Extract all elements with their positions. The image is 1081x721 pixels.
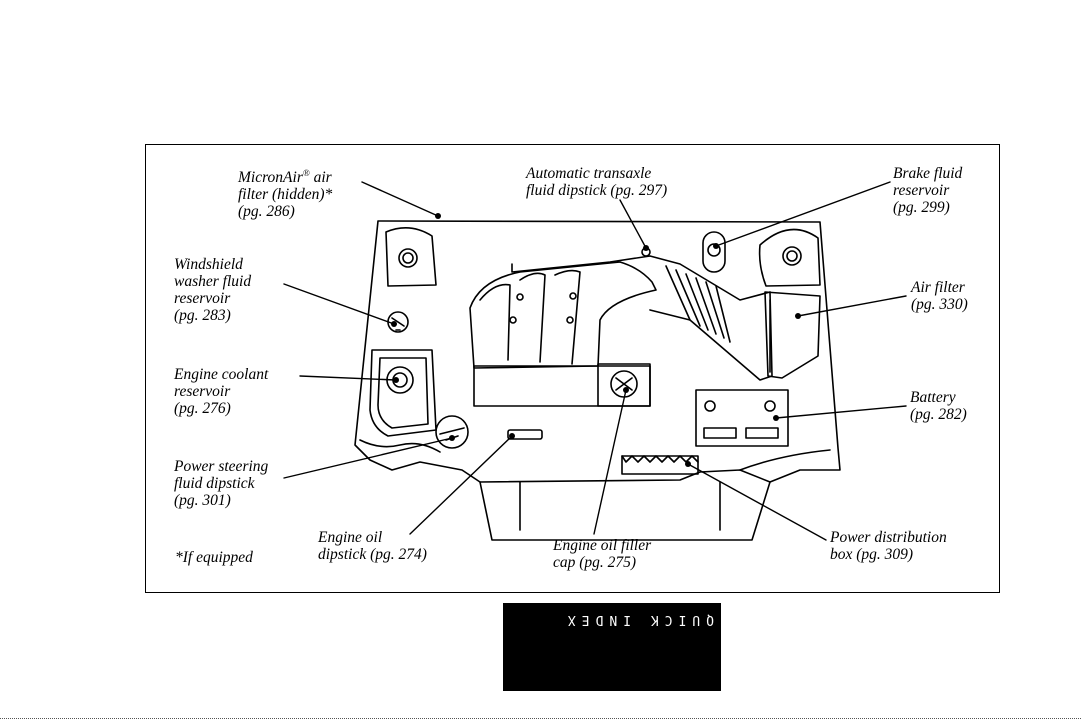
power-box-shape bbox=[621, 455, 699, 475]
leader-lines bbox=[283, 181, 907, 541]
steering-dipstick-shape bbox=[435, 415, 469, 449]
label-power-distribution-box: Power distribution box (pg. 309) bbox=[830, 529, 947, 563]
coolant-reservoir-shape bbox=[369, 349, 437, 437]
footnote: *If equipped bbox=[175, 549, 253, 566]
label-oil-dipstick: Engine oil dipstick (pg. 274) bbox=[318, 529, 427, 563]
label-transaxle-dipstick: Automatic transaxle fluid dipstick (pg. … bbox=[526, 165, 668, 199]
oil-dipstick-shape bbox=[507, 429, 543, 440]
left-strut-tower bbox=[385, 227, 437, 287]
diagram-frame bbox=[145, 144, 1000, 593]
label-coolant-reservoir: Engine coolant reservoir (pg. 276) bbox=[174, 366, 269, 417]
brake-reservoir-shape bbox=[702, 231, 726, 273]
quick-index-tab[interactable] bbox=[503, 603, 721, 691]
page-bottom-rule bbox=[0, 718, 1081, 719]
leader-dots bbox=[391, 213, 801, 467]
label-washer-reservoir: Windshield washer fluid reservoir (pg. 2… bbox=[174, 256, 252, 324]
intake-plenum bbox=[469, 261, 657, 369]
air-filter-box bbox=[764, 291, 821, 379]
intake-duct bbox=[511, 255, 773, 381]
label-air-filter: Air filter (pg. 330) bbox=[911, 279, 968, 313]
engine-bay-outline bbox=[354, 220, 841, 483]
label-steering-dipstick: Power steering fluid dipstick (pg. 301) bbox=[174, 458, 269, 509]
battery-shape bbox=[695, 389, 789, 447]
label-oil-filler-cap: Engine oil filler cap (pg. 275) bbox=[553, 537, 652, 571]
right-strut-tower bbox=[758, 228, 821, 287]
label-battery: Battery (pg. 282) bbox=[910, 389, 967, 423]
label-micronair-filter: MicronAir® air filter (hidden)* (pg. 286… bbox=[238, 168, 333, 221]
quick-index-label: QUICK INDEX bbox=[561, 612, 714, 627]
label-brake-reservoir: Brake fluid reservoir (pg. 299) bbox=[893, 165, 963, 216]
